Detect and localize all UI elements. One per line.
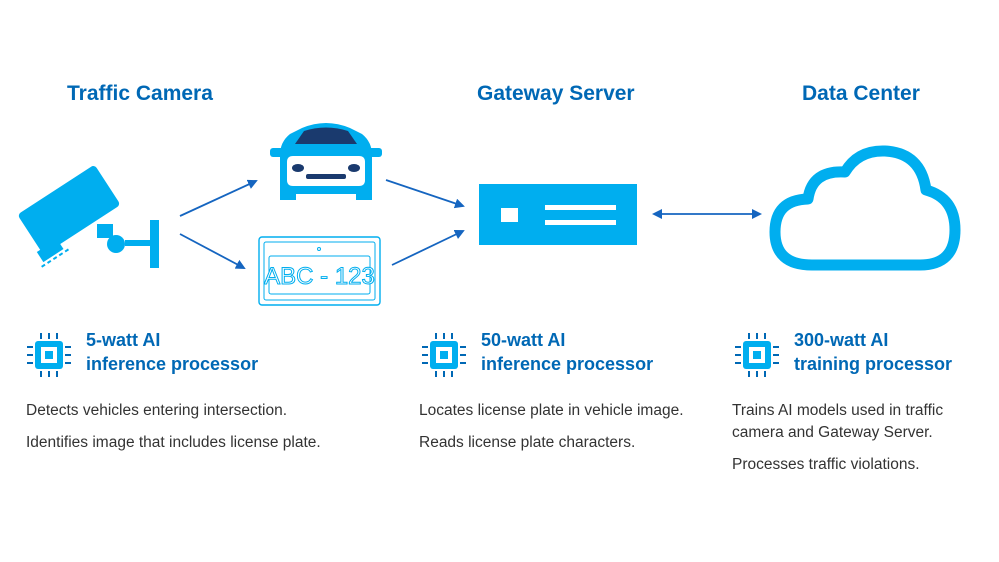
description-item: Trains AI models used in traffic camera … xyxy=(732,402,944,441)
datacenter-description: Trains AI models used in traffic camera … xyxy=(732,400,994,486)
security-camera-icon xyxy=(18,166,159,268)
description-item: Identifies image that includes license p… xyxy=(26,434,321,451)
processor-line-1: 5-watt AI xyxy=(86,330,161,350)
server-icon xyxy=(479,184,637,245)
arrow-camera-to-car xyxy=(179,179,258,217)
camera-description: Detects vehicles entering intersection. … xyxy=(26,400,346,464)
processor-line-2: inference processor xyxy=(481,354,654,374)
description-item: Processes traffic violations. xyxy=(732,456,920,473)
traffic-camera-title: Traffic Camera xyxy=(67,82,213,105)
processor-chip-icon xyxy=(735,333,779,377)
gateway-description: Locates license plate in vehicle image. … xyxy=(419,400,699,464)
description-item: Reads license plate characters. xyxy=(419,434,636,451)
processor-chip-icon xyxy=(422,333,466,377)
license-plate-text: ABC - 123 xyxy=(264,263,375,290)
arrow-plate-to-server xyxy=(391,229,465,266)
processor-line-2: inference processor xyxy=(86,354,259,374)
data-center-title: Data Center xyxy=(802,82,920,105)
processor-chip-icon xyxy=(27,333,71,377)
car-icon xyxy=(270,123,382,200)
arrow-car-to-server xyxy=(385,179,465,209)
description-item: Locates license plate in vehicle image. xyxy=(419,402,684,419)
gateway-server-title: Gateway Server xyxy=(477,82,635,105)
description-item: Detects vehicles entering intersection. xyxy=(26,402,288,419)
cloud-icon xyxy=(769,145,961,271)
arrow-camera-to-plate xyxy=(179,233,246,269)
processor-line-1: 300-watt AI xyxy=(794,330,889,350)
processor-line-2: training processor xyxy=(794,354,953,374)
license-plate-icon: ABC - 123 xyxy=(258,236,381,306)
processor-line-1: 50-watt AI xyxy=(481,330,566,350)
